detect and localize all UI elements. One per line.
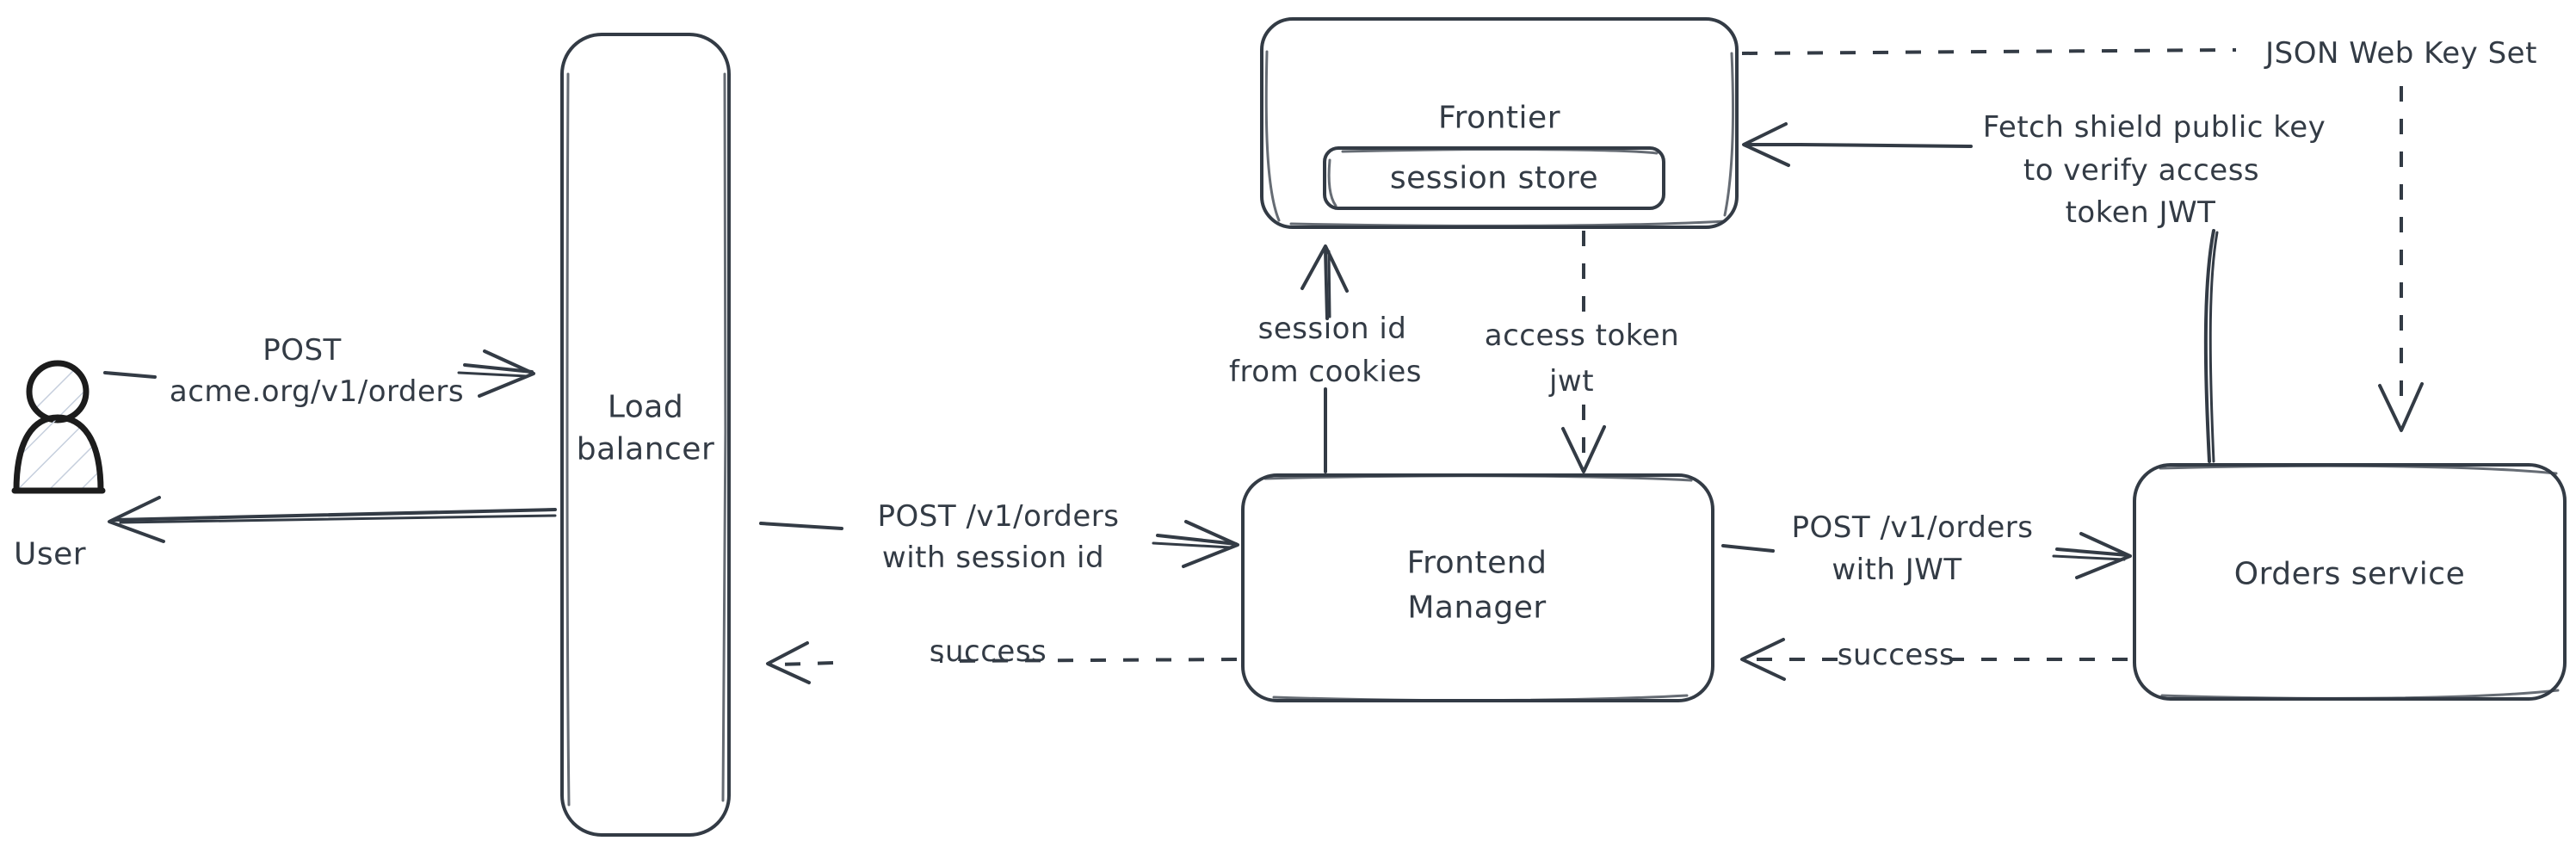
edge-frontend-manager-to-load-balancer bbox=[766, 641, 1238, 684]
node-load-balancer-shape[interactable] bbox=[560, 33, 731, 837]
edge-load-balancer-to-user bbox=[108, 496, 557, 543]
edge-frontier-to-orders-service bbox=[1741, 48, 2424, 432]
user-icon bbox=[11, 360, 106, 494]
edge-orders-service-to-frontier bbox=[1742, 122, 2219, 463]
node-orders-service-shape[interactable] bbox=[2133, 463, 2567, 701]
edge-load-balancer-to-frontend-manager bbox=[759, 520, 1239, 568]
node-session-store-shape[interactable] bbox=[1323, 146, 1665, 210]
edge-frontend-manager-to-frontier bbox=[1300, 244, 1349, 473]
edge-frontend-manager-to-orders-service bbox=[1721, 532, 2132, 579]
edge-orders-service-to-frontend-manager bbox=[1740, 638, 2128, 681]
node-frontend-manager-shape[interactable] bbox=[1241, 473, 1714, 702]
edge-user-to-load-balancer bbox=[103, 349, 535, 398]
edge-frontier-to-frontend-manager bbox=[1561, 231, 1606, 473]
